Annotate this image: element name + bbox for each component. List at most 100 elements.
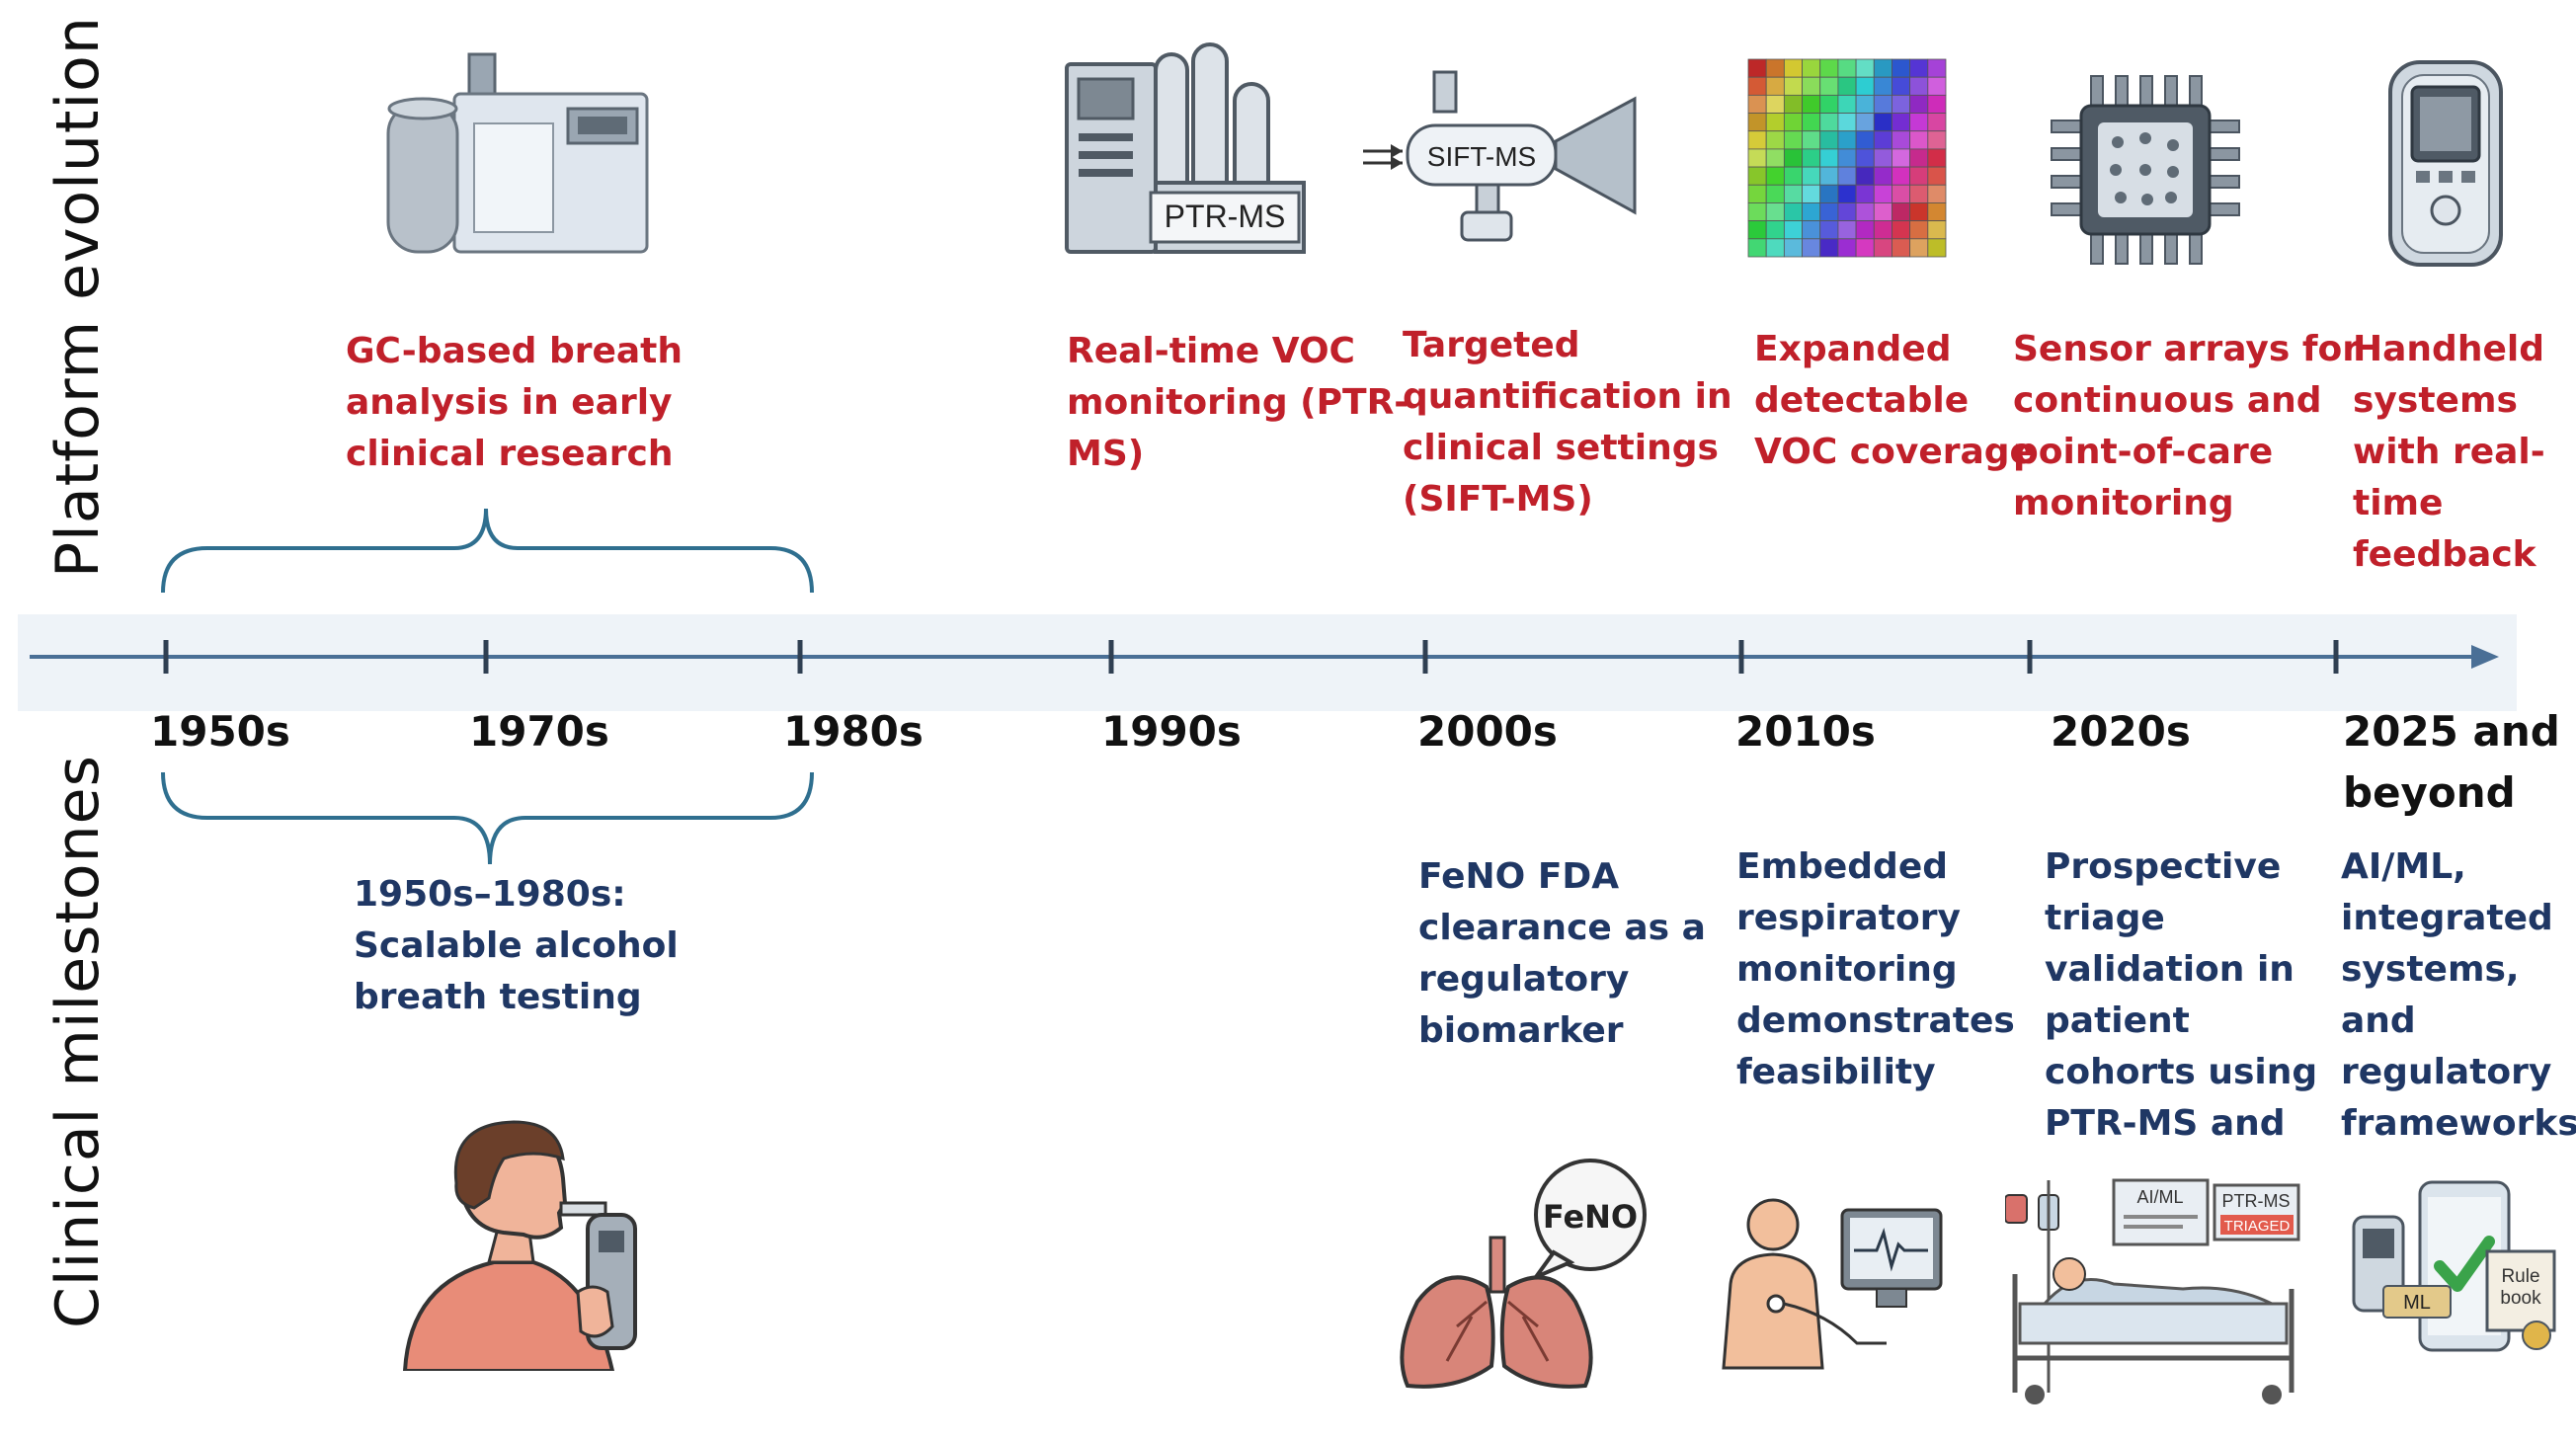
svg-text:book: book (2500, 1288, 2541, 1309)
heatmap-cell (1747, 113, 1767, 132)
heatmap-cell (1783, 238, 1803, 258)
heatmap-cell (1747, 76, 1767, 96)
heatmap-cell (1927, 148, 1947, 168)
heatmap-cell (1819, 58, 1839, 78)
era-2010s: 2010s (1735, 707, 1876, 756)
era-2000s: 2000s (1417, 707, 1558, 756)
hospital-triage-icon: AI/ML PTR-MS TRIAGED (2005, 1178, 2300, 1404)
heatmap-cell (1873, 76, 1892, 96)
heatmap-cell (1909, 76, 1929, 96)
heatmap-cell (1892, 148, 1911, 168)
heatmap-cell (1802, 184, 1821, 203)
era-1950s: 1950s (150, 707, 290, 756)
heatmap-cell (1802, 238, 1821, 258)
heatmap-cell (1765, 202, 1785, 222)
heatmap-cell (1819, 220, 1839, 240)
heatmap-cell (1837, 202, 1857, 222)
svg-text:FeNO: FeNO (1543, 1198, 1638, 1236)
heatmap-cell (1837, 94, 1857, 114)
heatmap-cell (1783, 58, 1803, 78)
heatmap-cell (1909, 94, 1929, 114)
heatmap-cell (1783, 220, 1803, 240)
heatmap-cell (1783, 148, 1803, 168)
heatmap-cell (1927, 94, 1947, 114)
heatmap-cell (1783, 113, 1803, 132)
heatmap-cell (1855, 184, 1875, 203)
heatmap-cell (1927, 166, 1947, 186)
era-1980s: 1980s (783, 707, 924, 756)
heatmap-cell (1837, 58, 1857, 78)
heatmap-cell (1873, 220, 1892, 240)
heatmap-cell (1747, 148, 1767, 168)
ai-regulatory-icon: ML Rule book (2352, 1180, 2556, 1352)
heatmap-cell (1909, 238, 1929, 258)
heatmap-cell (1747, 220, 1767, 240)
heatmap-cell (1855, 113, 1875, 132)
heatmap-cell (1802, 113, 1821, 132)
patient-monitor-icon (1722, 1198, 1943, 1370)
heatmap-cell (1765, 113, 1785, 132)
heatmap-cell (1873, 148, 1892, 168)
heatmap-cell (1873, 202, 1892, 222)
svg-text:SIFT-MS: SIFT-MS (1427, 141, 1536, 172)
heatmap-cell (1765, 184, 1785, 203)
heatmap-cell (1892, 166, 1911, 186)
heatmap-cell (1819, 113, 1839, 132)
heatmap-cell (1855, 130, 1875, 150)
heatmap-cell (1892, 184, 1911, 203)
heatmap-cell (1837, 130, 1857, 150)
heatmap-cell (1783, 202, 1803, 222)
heatmap-cell (1909, 58, 1929, 78)
heatmap-cell (1747, 166, 1767, 186)
heatmap-cell (1909, 113, 1929, 132)
heatmap-cell (1802, 58, 1821, 78)
heatmap-cell (1819, 166, 1839, 186)
heatmap-cell (1855, 58, 1875, 78)
heatmap-cell (1927, 184, 1947, 203)
heatmap-cell (1873, 238, 1892, 258)
heatmap-cell (1927, 220, 1947, 240)
heatmap-cell (1873, 58, 1892, 78)
lungs-feno-icon: FeNO (1400, 1159, 1647, 1389)
heatmap-cell (1802, 220, 1821, 240)
timeline-band (18, 614, 2517, 711)
heatmap-cell (1765, 148, 1785, 168)
heatmap-cell (1855, 76, 1875, 96)
svg-text:TRIAGED: TRIAGED (2224, 1218, 2291, 1235)
heatmap-cell (1892, 220, 1911, 240)
heatmap-cell (1837, 166, 1857, 186)
heatmap-cell (1819, 202, 1839, 222)
heatmap-cell (1765, 58, 1785, 78)
heatmap-cell (1927, 76, 1947, 96)
gc-instrument-icon (386, 52, 649, 254)
ptr-ms-instrument-icon: PTR-MS (1065, 42, 1306, 254)
heatmap-cell (1909, 148, 1929, 168)
heatmap-cell (1892, 130, 1911, 150)
heatmap-cell (1873, 113, 1892, 132)
heatmap-cell (1855, 148, 1875, 168)
sift-ms-device-icon: SIFT-MS (1363, 70, 1637, 242)
heatmap-cell (1909, 130, 1929, 150)
heatmap-cell (1819, 130, 1839, 150)
heatmap-cell (1927, 202, 1947, 222)
clinical-brace (161, 771, 814, 865)
heatmap-cell (1837, 184, 1857, 203)
heatmap-cell (1873, 166, 1892, 186)
svg-text:ML: ML (2403, 1292, 2431, 1314)
heatmap-cell (1765, 220, 1785, 240)
era-2025-and-beyond: 2025 and beyond (2343, 707, 2560, 817)
heatmap-cell (1892, 113, 1911, 132)
heatmap-cell (1819, 76, 1839, 96)
heatmap-cell (1747, 202, 1767, 222)
heatmap-cell (1765, 94, 1785, 114)
heatmap-cell (1765, 166, 1785, 186)
heatmap-cell (1855, 202, 1875, 222)
heatmap-cell (1747, 238, 1767, 258)
heatmap-cell (1892, 76, 1911, 96)
